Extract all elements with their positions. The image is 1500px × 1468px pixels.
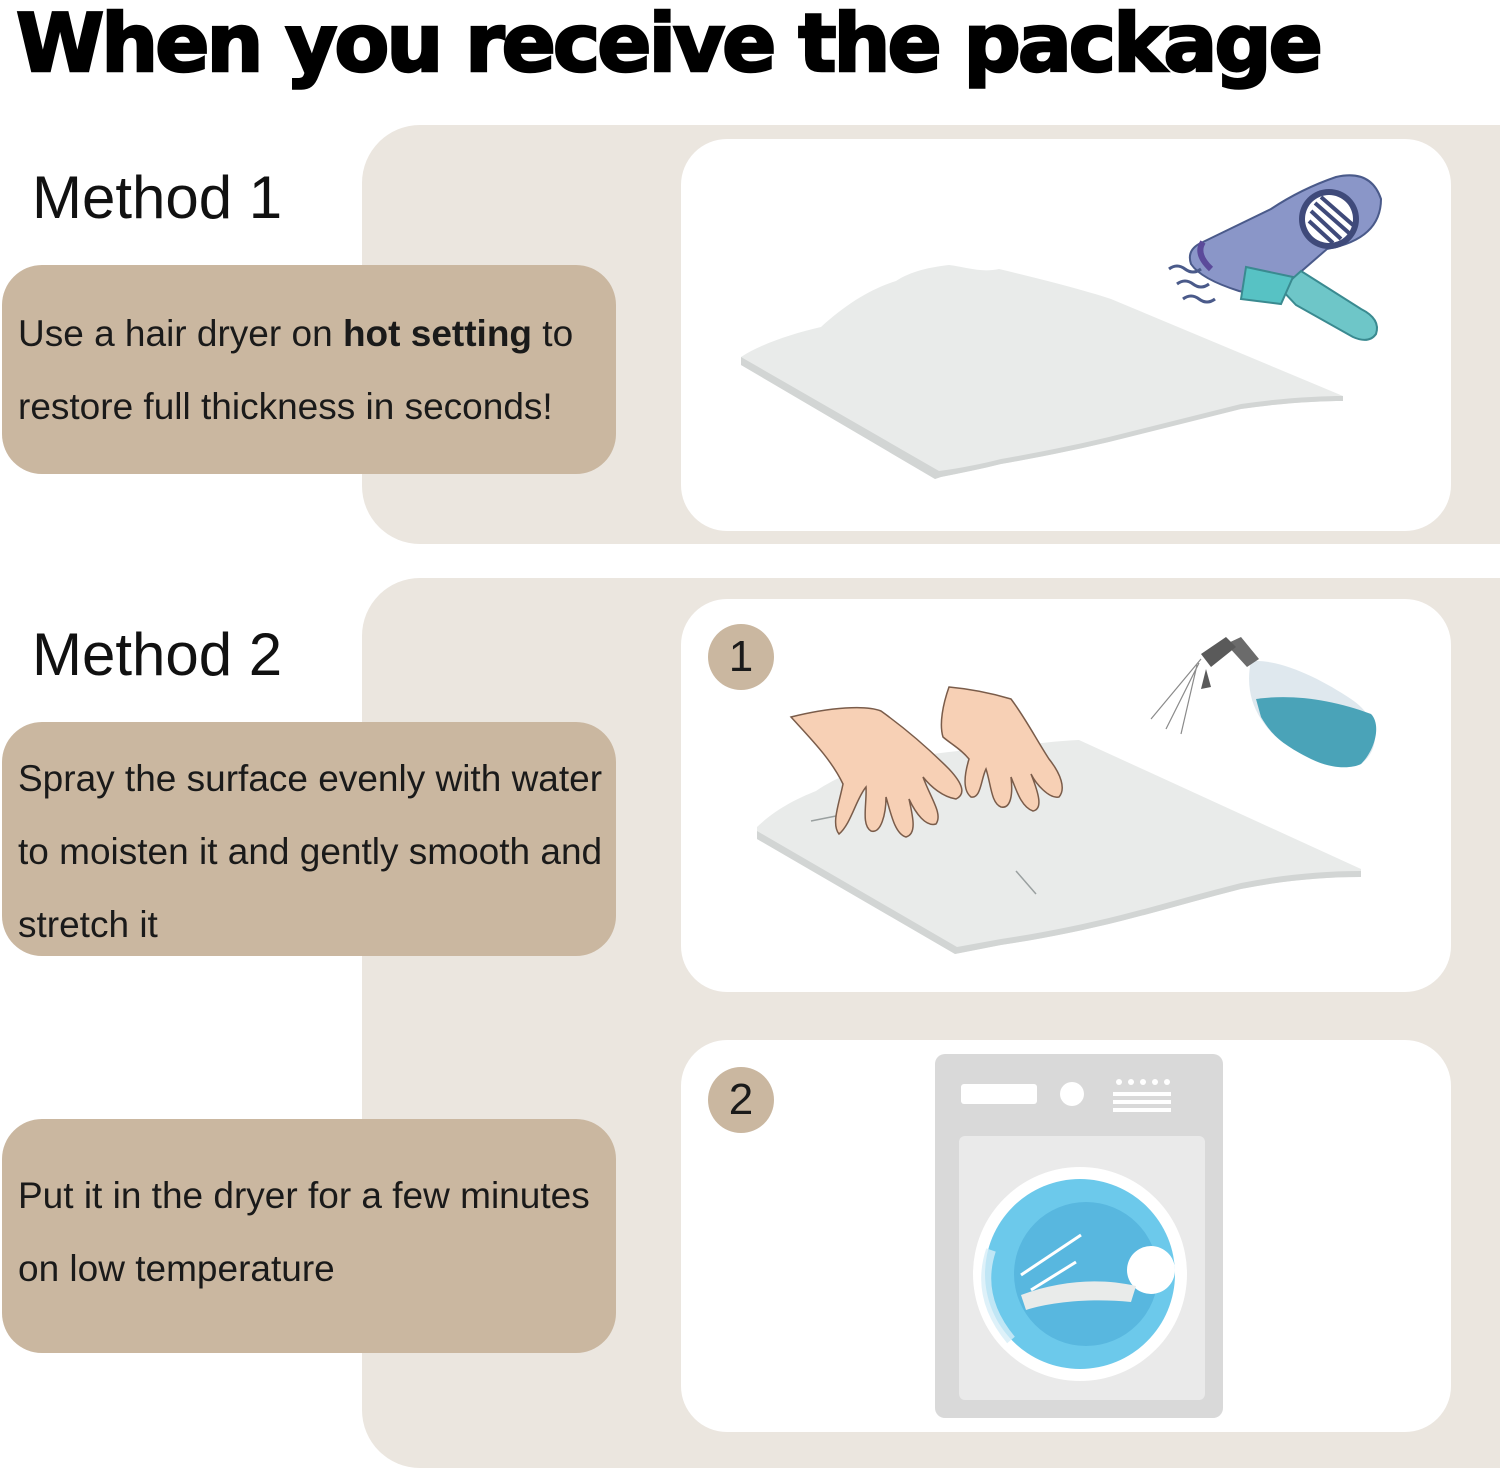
foam-pad-icon: [741, 265, 1343, 479]
method-2-step-1-card: 1: [681, 599, 1451, 992]
method-1-title: Method 1: [32, 164, 283, 231]
method-2-step-2-card: 2: [681, 1040, 1451, 1432]
hands-icon: [789, 686, 1063, 838]
method-2-step-2-instruction: Put it in the dryer for a few minutes on…: [2, 1119, 616, 1353]
hair-dryer-icon: [1168, 174, 1383, 341]
step-2-badge: 2: [708, 1067, 774, 1133]
method-2-step-1-instruction: Spray the surface evenly with water to m…: [2, 722, 616, 956]
method-1-instruction: Use a hair dryer on hot setting to resto…: [2, 265, 616, 474]
instruction-text: to restore full thickness in seconds!: [18, 313, 574, 427]
step-1-badge: 1: [708, 624, 774, 690]
method-2-title: Method 2: [32, 621, 283, 688]
page-title: When you receive the package: [15, 0, 1324, 91]
washing-machine-icon: [935, 1054, 1223, 1418]
method-1-illustration-card: [681, 139, 1451, 531]
instruction-emphasis: hot setting: [342, 313, 533, 354]
spray-bottle-icon: [1150, 637, 1377, 768]
instruction-text: Use a hair dryer on: [18, 313, 343, 354]
